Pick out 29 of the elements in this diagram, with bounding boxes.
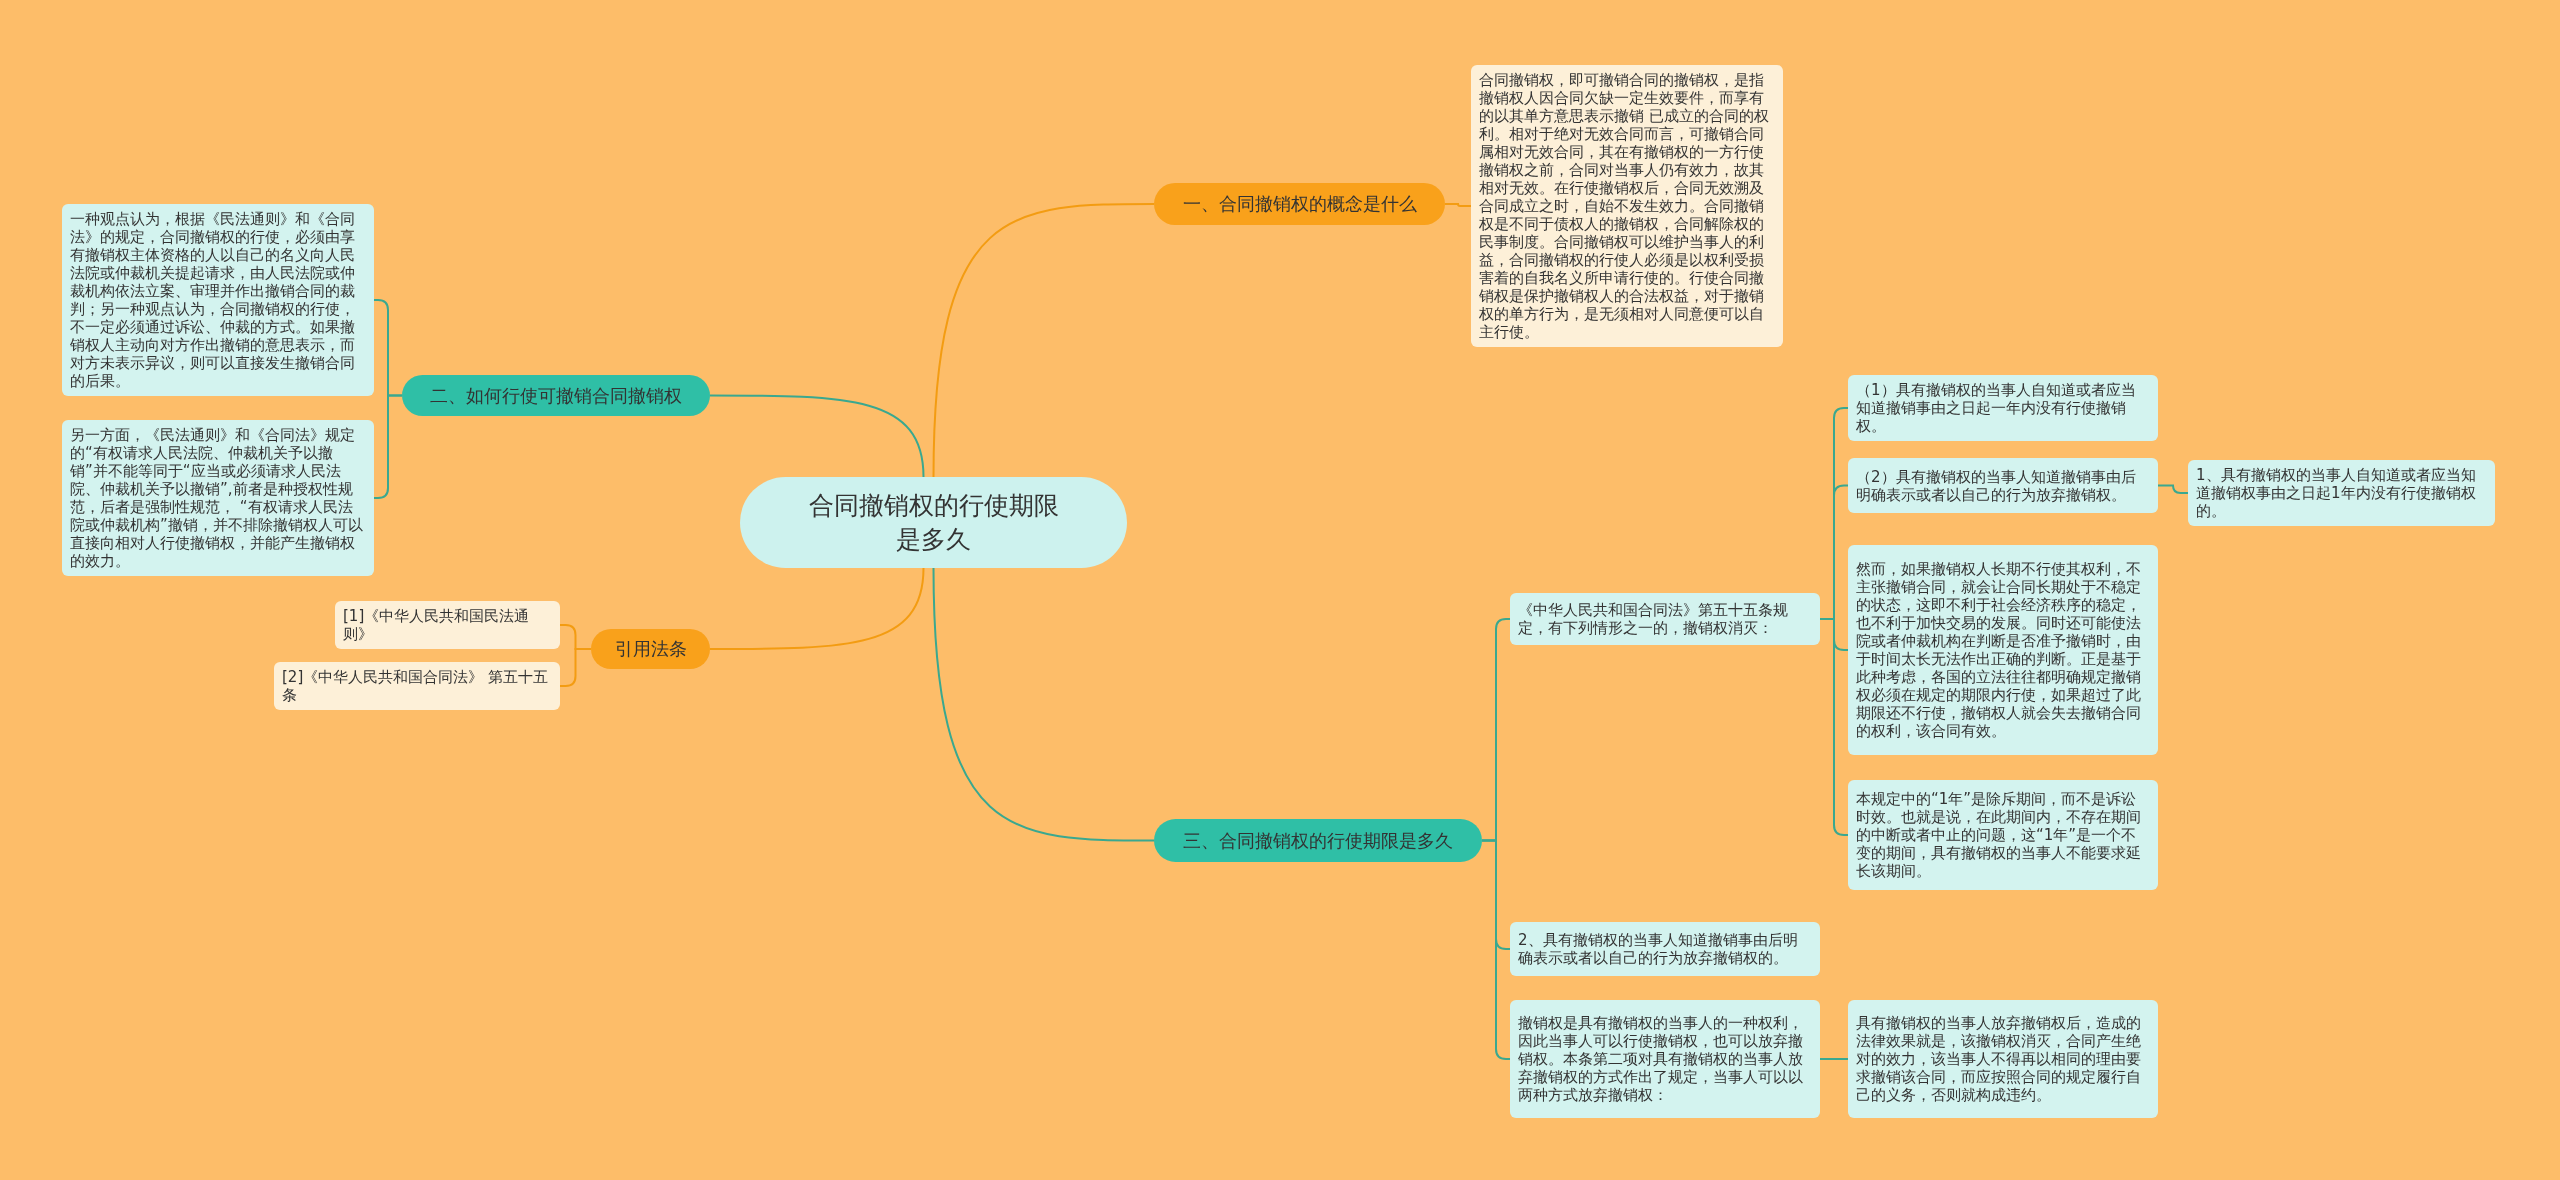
topic-pill: 一、合同撤销权的概念是什么 (1154, 183, 1445, 225)
connector-line (709, 567, 925, 650)
note-box: 具有撤销权的当事人放弃撤销权后，造成的法律效果就是，该撤销权消灭，合同产生绝对的效力，该当事人不得再以相同的理由要求撤销该合同，而应按照合同的规定履行自己的义务，否则就构成违约。 (1848, 1000, 2158, 1118)
connector-line (559, 648, 592, 687)
note-box: 合同撤销权，即可撤销合同的撤销权，是指撤销权人因合同欠缺一定生效要件，而享有的以其单方意思表示撤销 已成立的合同的权利。相对于绝对无效合同而言，可撤销合同属相对无效合同，其在有撤销权的一方行使撤销权之前，合同对当事人仍有效力，故其相对无效。在行使撤销权后，合同无效溯及合同成立之时，自始不发生效力。合同撤销权是不同于债权人的撤销权，合同解除权的民事制度。合同撤销权可以维护当事人的利益，合同撤销权的行使人必须是以权利受损害着的自我名义所申请行使的。行使合同撤销权是保护撤销权人的合法权益，对于撤销权的单方行为，是无须相对人同意便可以自主行使。 (1471, 65, 1783, 347)
connector-line (1819, 1058, 1849, 1060)
topic-pill: 引用法条 (591, 629, 710, 669)
note-box: 撤销权是具有撤销权的当事人的一种权利，因此当事人可以行使撤销权，也可以放弃撤销权。本条第二项对具有撤销权的当事人放弃撤销权的方式作出了规定，当事人可以以两种方式放弃撤销权： (1510, 1000, 1820, 1118)
note-box: [2]《中华人民共和国合同法》 第五十五条 (274, 662, 560, 710)
note-box: 1、具有撤销权的当事人自知道或者应当知道撤销权事由之日起1年内没有行使撤销权的。 (2188, 460, 2495, 526)
note-box: 《中华人民共和国合同法》第五十五条规定，有下列情形之一的，撤销权消灭： (1510, 593, 1820, 645)
note-box: （1）具有撤销权的当事人自知道或者应当知道撤销事由之日起一年内没有行使撤销权。 (1848, 375, 2158, 441)
note-box: 本规定中的“1年”是除斥期间，而不是诉讼时效。也就是说，在此期间内，不存在期间的中断或者中止的问题，这“1年”是一个不变的期间，具有撤销权的当事人不能要求延长该期间。 (1848, 780, 2158, 890)
connector-line (932, 567, 1155, 842)
connector-line (1481, 839, 1511, 1060)
note-box: [1]《中华人民共和国民法通则》 (335, 601, 560, 649)
note-box: 然而，如果撤销权人长期不行使其权利，不主张撤销合同，就会让合同长期处于不稳定的状态，这即不利于社会经济秩序的稳定，也不利于加快交易的发展。同时还可能使法院或者仲裁机构在判断是否准予撤销时，由于时间太长无法作出正确的判断。正是基于此种考虑，各国的立法往往都明确规定撤销权必须在规定的期限内行使，如果超过了此期限还不行使，撤销权人就会失去撤销合同的权利，该合同有效。 (1848, 545, 2158, 755)
connector-line (932, 203, 1155, 478)
connector-line (2157, 484, 2189, 494)
topic-pill: 二、如何行使可撤销合同撤销权 (402, 375, 710, 416)
note-box: 2、具有撤销权的当事人知道撤销事由后明确表示或者以自己的行为放弃撤销权的。 (1510, 922, 1820, 976)
note-box: 一种观点认为，根据《民法通则》和《合同法》的规定，合同撤销权的行使，必须由享有撤销权主体资格的人以自己的名义向人民法院或仲裁机关提起请求，由人民法院或仲裁机构依法立案、审理并作出撤销合同的裁判；另一种观点认为，合同撤销权的行使，不一定必须通过诉讼、仲裁的方式。如果撤销权人主动向对方作出撤销的意思表示，而对方未表示异议，则可以直接发生撤销合同的后果。 (62, 204, 374, 396)
connector-line (373, 394, 403, 499)
topic-pill: 三、合同撤销权的行使期限是多久 (1154, 819, 1482, 862)
connector-line (1444, 203, 1472, 207)
connector-line (709, 394, 925, 478)
note-box: （2）具有撤销权的当事人知道撤销事由后明确表示或者以自己的行为放弃撤销权。 (1848, 458, 2158, 513)
central-topic: 合同撤销权的行使期限是多久 (740, 477, 1127, 568)
note-box: 另一方面，《民法通则》和《合同法》规定的“有权请求人民法院、仲裁机关予以撤销”并不能等同于“应当或必须请求人民法院、仲裁机关予以撤销”,前者是种授权性规范，后者是强制性规范， “有权请求人民法院或仲裁机构”撤销，并不排除撤销权人可以直接向相对人行使撤销权，并能产生撤销权的效力。 (62, 420, 374, 576)
